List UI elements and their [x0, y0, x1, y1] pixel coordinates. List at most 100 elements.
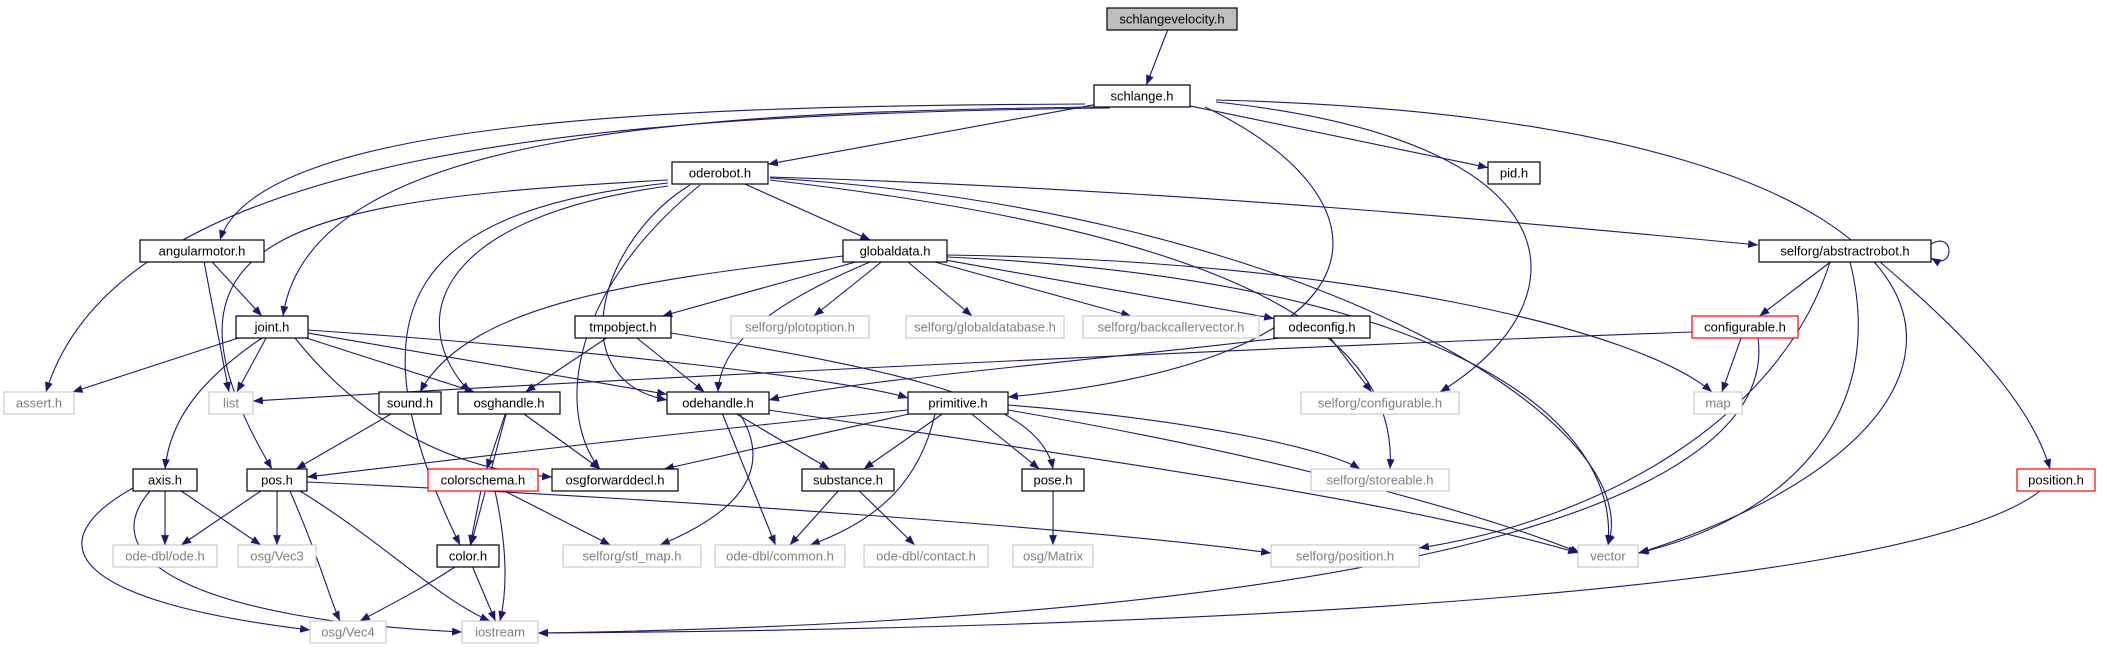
node-label-axis: axis.h: [148, 473, 182, 488]
node-box-tmpobject: [574, 315, 672, 339]
node-color[interactable]: color.h: [436, 544, 500, 568]
node-osghandle[interactable]: osghandle.h: [457, 391, 561, 415]
node-box-pos: [246, 468, 308, 492]
edge-configurable-to-list: [252, 331, 1693, 405]
node-label-storeable: selforg/storeable.h: [1327, 473, 1434, 488]
edge-oderobot-to-globaldata: [744, 183, 871, 241]
node-box-joint: [235, 315, 309, 339]
node-odeconfig[interactable]: odeconfig.h: [1273, 315, 1371, 339]
edge-pos-to-osgvec4: [289, 490, 341, 622]
edge-schlange-to-oderobot: [767, 104, 1095, 167]
node-plotoption: selforg/plotoption.h: [730, 315, 870, 339]
node-label-joint: joint.h: [254, 320, 290, 335]
node-schlangevelocity[interactable]: schlangevelocity.h: [1106, 7, 1238, 31]
edge-abstractrobot-to-position: [1879, 261, 2052, 470]
node-colorschema[interactable]: colorschema.h: [427, 468, 539, 492]
edge-abstractrobot-to-vector: [1637, 261, 1859, 555]
node-label-colorschema: colorschema.h: [441, 473, 526, 488]
node-box-axis: [132, 468, 198, 492]
edge-angularmotor-to-list: [203, 261, 231, 393]
node-label-schlange: schlange.h: [1111, 89, 1174, 104]
edge-odehandle-to-stlmap: [659, 413, 754, 546]
edge-schlange-to-angularmotor: [219, 103, 1086, 241]
node-box-position: [2016, 468, 2096, 492]
edge-globaldata-to-map: [946, 254, 1713, 393]
edge-globaldata-to-plotoption: [813, 261, 882, 317]
edge-pos-to-odedbl_ode: [180, 490, 262, 546]
node-pos[interactable]: pos.h: [246, 468, 308, 492]
node-axis[interactable]: axis.h: [132, 468, 198, 492]
node-pid[interactable]: pid.h: [1487, 161, 1541, 185]
node-box-map: [1693, 391, 1743, 415]
node-box-odehandle: [666, 391, 770, 415]
node-osgvec3: osg/Vec3: [237, 544, 317, 568]
node-odedbl_ode: ode-dbl/ode.h: [112, 544, 218, 568]
edge-odehandle-to-substance: [736, 413, 830, 470]
node-label-color: color.h: [449, 549, 487, 564]
node-angularmotor[interactable]: angularmotor.h: [139, 239, 265, 263]
edge-primitive-to-osgforwarddecl: [663, 413, 910, 471]
node-osgforwarddecl[interactable]: osgforwarddecl.h: [551, 468, 679, 492]
edge-tmpobject-to-osghandle: [525, 337, 607, 393]
node-globaldata[interactable]: globaldata.h: [842, 239, 948, 263]
node-primitive[interactable]: primitive.h: [907, 391, 1009, 415]
node-substance[interactable]: substance.h: [801, 468, 895, 492]
node-label-position: position.h: [2028, 473, 2084, 488]
node-label-sconfigurable: selforg/configurable.h: [1318, 396, 1442, 411]
node-box-pose: [1021, 468, 1085, 492]
edge-schlange-to-joint: [280, 106, 1096, 317]
edge-globaldata-to-globaldatabase: [907, 261, 973, 317]
node-box-colorschema: [427, 468, 539, 492]
node-schlange[interactable]: schlange.h: [1093, 84, 1191, 108]
node-label-sound: sound.h: [387, 396, 433, 411]
edge-schlange-to-assert: [45, 107, 1111, 393]
node-osgmatrix: osg/Matrix: [1012, 544, 1094, 568]
node-box-primitive: [907, 391, 1009, 415]
edge-joint-to-list: [236, 337, 267, 393]
node-box-contact: [863, 544, 989, 568]
edge-pos-to-sposition: [306, 481, 1272, 556]
node-sound[interactable]: sound.h: [378, 391, 442, 415]
node-contact: ode-dbl/contact.h: [863, 544, 989, 568]
edge-oderobot-to-osghandle: [438, 185, 669, 393]
node-label-plotoption: selforg/plotoption.h: [745, 320, 855, 335]
node-pose[interactable]: pose.h: [1021, 468, 1085, 492]
edge-primitive-to-common: [809, 413, 936, 546]
edge-globaldata-to-tmpobject: [662, 261, 856, 318]
node-box-sconfigurable: [1300, 391, 1460, 415]
node-joint[interactable]: joint.h: [235, 315, 309, 339]
node-box-sound: [378, 391, 442, 415]
edge-schlange-to-pid: [1189, 105, 1489, 170]
node-label-stlmap: selforg/stl_map.h: [583, 549, 682, 564]
node-vector: vector: [1577, 544, 1639, 568]
edge-position-to-iostream: [537, 490, 2041, 637]
node-box-plotoption: [730, 315, 870, 339]
node-box-pid: [1487, 161, 1541, 185]
edge-angularmotor-to-joint: [211, 261, 263, 317]
node-tmpobject[interactable]: tmpobject.h: [574, 315, 672, 339]
node-box-globaldatabase: [905, 315, 1065, 339]
node-label-osgvec4: osg/Vec4: [321, 625, 375, 640]
node-label-odehandle: odehandle.h: [682, 396, 754, 411]
edge-joint-to-assert: [72, 337, 239, 393]
node-odehandle[interactable]: odehandle.h: [666, 391, 770, 415]
node-configurable[interactable]: configurable.h: [1691, 315, 1799, 339]
edge-globaldata-to-backcallervector: [934, 261, 1132, 318]
edge-globaldata-to-vector: [946, 256, 1613, 546]
node-oderobot[interactable]: oderobot.h: [671, 161, 769, 185]
edge-pos-to-iostream: [299, 490, 491, 622]
node-assert: assert.h: [3, 391, 75, 415]
node-abstractrobot[interactable]: selforg/abstractrobot.h: [1758, 239, 1932, 263]
node-label-configurable: configurable.h: [1704, 320, 1786, 335]
node-label-tmpobject: tmpobject.h: [589, 320, 656, 335]
edge-oderobot-to-abstractrobot: [769, 176, 1759, 249]
node-box-schlangevelocity: [1106, 7, 1238, 31]
edge-osghandle-to-osgforwarddecl: [523, 413, 601, 470]
node-box-storeable: [1310, 468, 1450, 492]
node-box-common: [714, 544, 846, 568]
edge-odeconfig-to-sconfigurable: [1329, 337, 1373, 393]
node-position[interactable]: position.h: [2016, 468, 2096, 492]
node-map: map: [1693, 391, 1743, 415]
node-label-primitive: primitive.h: [928, 396, 987, 411]
node-box-osgforwarddecl: [551, 468, 679, 492]
